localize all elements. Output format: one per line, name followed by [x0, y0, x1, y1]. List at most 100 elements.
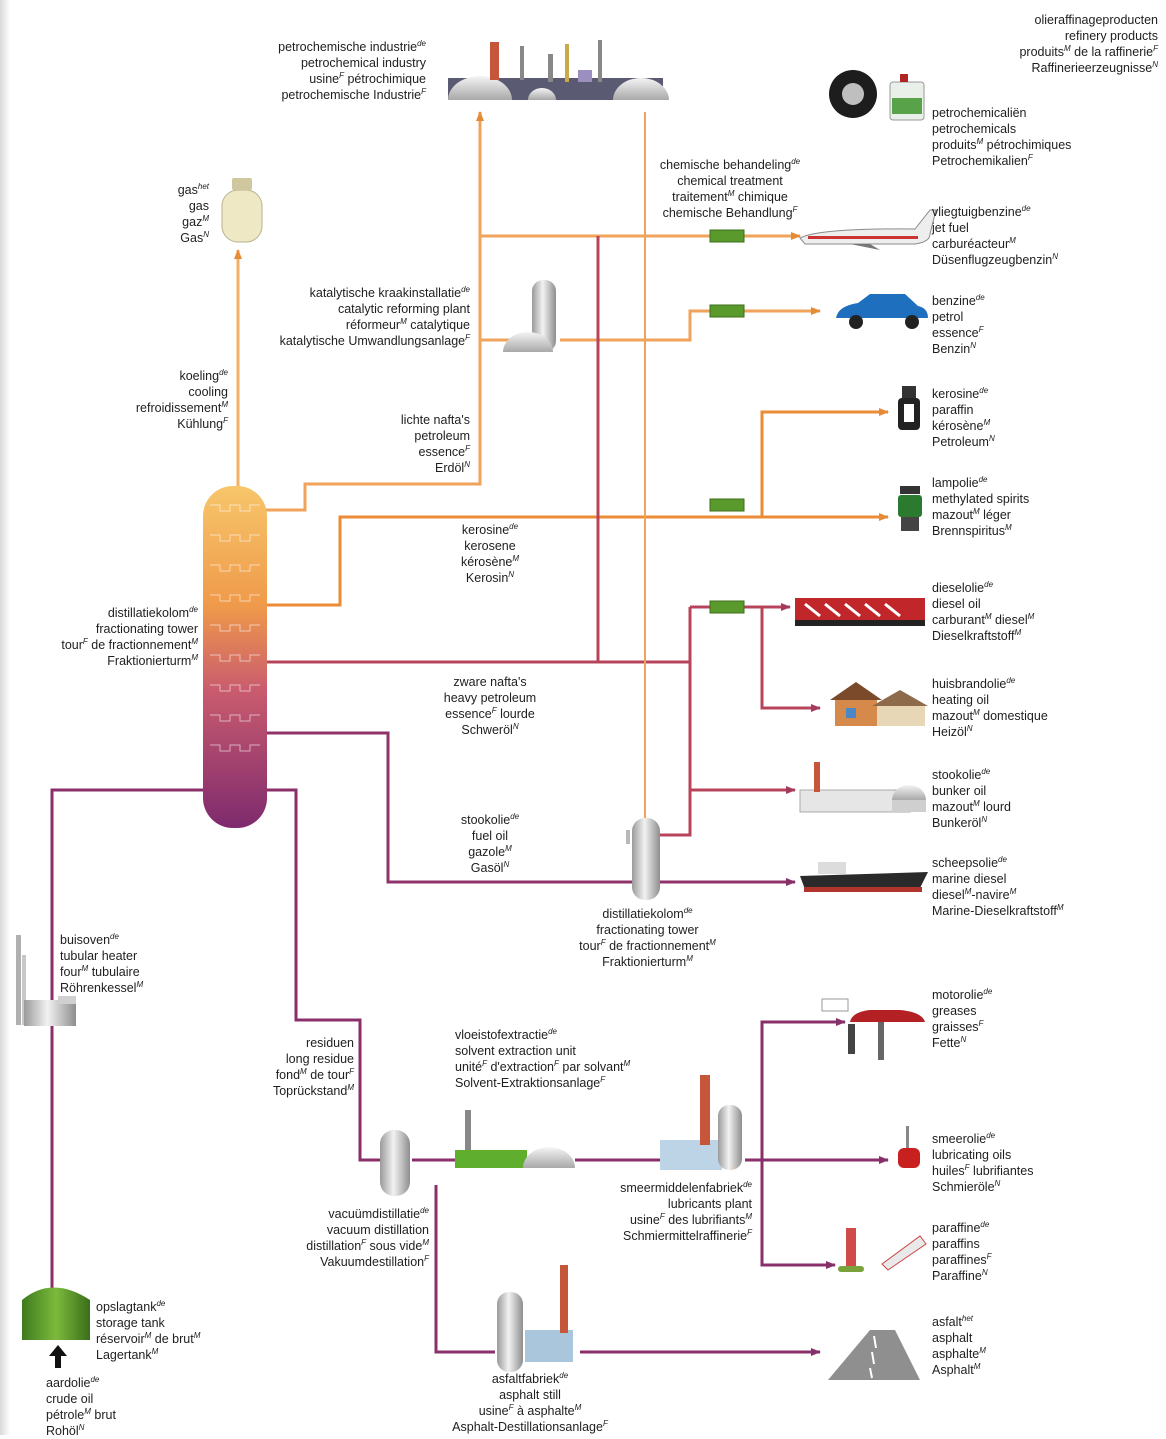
storage-tank-line-2: storage tank [96, 1316, 165, 1330]
petrochemical-industry-line-4: petrochemische IndustrieF [281, 86, 426, 102]
flow-lines [50, 111, 889, 1356]
solvent-extraction-line-3: unitéF d'extractionF par solvantM [455, 1058, 631, 1074]
second-tower-line-2: fractionating tower [596, 923, 699, 937]
petrochemicals-line-1: petrochemicaliën [932, 106, 1027, 120]
crude-oil-label: aardoliede crude oil pétroleM brut Rohöl… [46, 1375, 116, 1439]
chemical-treatment-line-1: chemische behandelingde [659, 156, 801, 172]
main-tower-line-1: distillatiekolomde [107, 604, 198, 620]
asphalt-still-line-1: asfaltfabriekde [491, 1370, 569, 1386]
canister-icon [889, 74, 925, 121]
bunker-oil-line-3: mazoutM lourd [932, 798, 1011, 814]
lubricating-oils-line-3: huilesF lubrifiantes [932, 1162, 1034, 1178]
bunker-oil-line-1: stookoliede [932, 766, 991, 782]
marine-diesel-line-2: marine diesel [932, 872, 1007, 886]
heavy-naphtha-line-1: zware nafta's [453, 675, 527, 689]
marine-diesel-line-1: scheepsoliede [932, 854, 1007, 870]
light-naphtha-line [265, 111, 484, 512]
light-naphtha-line-2: petroleum [414, 429, 470, 443]
second-tower-feed-line [660, 662, 692, 837]
paraffins-label: paraffinede paraffins paraffinesF Paraff… [932, 1220, 992, 1284]
to-paraffins-line [760, 1160, 836, 1269]
solvent-extraction-line-1: vloeistofextractiede [455, 1026, 558, 1042]
jet-fuel-line-3: carburéacteurM [932, 235, 1016, 251]
lubricants-plant-line-2: lubricants plant [667, 1197, 752, 1211]
marine-diesel-line-3: dieselM-navireM [932, 886, 1017, 902]
solvent-extraction-label: vloeistofextractiede solvent extraction … [455, 1027, 630, 1091]
gas-line-2: gas [188, 199, 209, 213]
main-tower-line-4: FraktionierturmM [107, 652, 198, 668]
main-tower-line-3: tourF de fractionnementM [61, 636, 198, 652]
heavy-naphtha-line-2: heavy petroleum [443, 691, 537, 705]
treatment-boxes [709, 229, 745, 614]
tire-icon [829, 70, 877, 118]
vacuum-distillation-line-4: VakuumdestillationF [320, 1253, 429, 1269]
page-shadow [0, 0, 10, 1435]
storage-tank-icon [22, 1287, 90, 1340]
light-naphtha-line-4: ErdölN [435, 459, 470, 475]
kerosene-stream-line-3: kérosèneM [460, 553, 520, 569]
gas-line-1: gashet [177, 181, 209, 197]
asphalt-line-4: AsphaltM [932, 1361, 981, 1377]
fuel-oil-stream-line-3: gazoleM [468, 843, 512, 859]
chemical-treatment-line-4: chemische BehandlungF [662, 204, 798, 220]
heating-oil-line-4: HeizölN [932, 723, 973, 739]
catalytic-reforming-line-4: katalytische UmwandlungsanlageF [279, 332, 470, 348]
kerosene-stream-line-1: kerosinede [461, 521, 519, 537]
residue-line-2: long residue [285, 1052, 354, 1066]
greases-line-4: FetteN [932, 1034, 967, 1050]
main-tower-label: distillatiekolomde fractionating tower t… [61, 605, 198, 669]
jet-fuel-line-1: vliegtuigbenzinede [932, 203, 1031, 219]
greases-line-2: greases [932, 1004, 977, 1018]
lubricants-plant-icon [660, 1075, 742, 1170]
treatment-box-petrol [709, 304, 745, 318]
storage-tank-line-3: réservoirM de brutM [96, 1330, 201, 1346]
solvent-extraction-line-4: Solvent-ExtraktionsanlageF [455, 1074, 606, 1090]
paraffins-line-1: paraffinede [932, 1219, 990, 1235]
residue-line-4: ToprückstandM [272, 1082, 354, 1098]
petrochemicals-line-2: petrochemicals [932, 122, 1017, 136]
vacuum-distillation-line-2: vacuum distillation [326, 1223, 429, 1237]
marine-diesel-label: scheepsoliede marine diesel dieselM-navi… [932, 855, 1063, 919]
vacuum-distillation-line-3: distillationF sous videM [306, 1237, 429, 1253]
gas-line-4: GasN [180, 229, 209, 245]
methylated-spirits-line-2: methylated spirits [932, 492, 1030, 506]
catalytic-reformer-icon [503, 280, 556, 352]
heating-branch-line [760, 607, 821, 712]
crude-oil-line-2: crude oil [46, 1392, 94, 1406]
greases-label: motoroliede greases graissesF FetteN [932, 987, 992, 1051]
crude-line [50, 788, 205, 1290]
paraffin-line-2: paraffin [932, 403, 974, 417]
gas-label: gashet gas gazM GasN [178, 182, 209, 246]
diesel-oil-line-3: carburantM dieselM [932, 611, 1035, 627]
candle-icon [838, 1228, 927, 1272]
catalytic-reforming-label: katalytische kraakinstallatiede catalyti… [280, 285, 470, 349]
light-naphtha-line-1: lichte nafta's [400, 413, 470, 427]
jet-fuel-line-2: jet fuel [932, 221, 969, 235]
cooling-line-4: KühlungF [177, 415, 228, 431]
storage-tank-line-1: opslagtankde [96, 1298, 166, 1314]
treatment-box-lamp-oil [709, 498, 745, 512]
tubular-heater-line-1: buisovende [60, 931, 119, 947]
refinery-products-header: olieraffinageproducten refinery products… [1019, 12, 1158, 76]
vacuum-distillation-icon [380, 1130, 410, 1196]
crude-oil-line-4: RohölN [46, 1422, 85, 1438]
lantern-icon [898, 386, 920, 430]
tubular-heater-icon [16, 935, 76, 1026]
fuel-oil-line [265, 731, 796, 886]
crude-oil-line-1: aardoliede [46, 1374, 100, 1390]
paraffins-line-2: paraffins [932, 1237, 980, 1251]
lubricating-oils-line-2: lubricating oils [932, 1148, 1012, 1162]
jet-fuel-line-4: DüsenflugzeugbenzinN [932, 251, 1059, 267]
car-lift-icon [821, 998, 925, 1060]
solvent-extraction-icon [455, 1110, 575, 1168]
paraffin-label: kerosinede paraffin kérosèneM PetroleumN [932, 386, 995, 450]
residue-line [265, 788, 380, 1162]
heating-oil-label: huisbrandoliede heating oil mazoutM dome… [932, 676, 1048, 740]
paraffins-line-3: paraffinesF [932, 1251, 992, 1267]
tubular-heater-line-2: tubular heater [60, 949, 138, 963]
catalytic-reforming-line-1: katalytische kraakinstallatiede [309, 284, 470, 300]
oil-can-icon [898, 1126, 920, 1168]
jet-fuel-label: vliegtuigbenzinede jet fuel carburéacteu… [932, 204, 1058, 268]
to-paraffin-line [760, 408, 889, 517]
petrol-line-4: BenzinN [932, 340, 977, 356]
